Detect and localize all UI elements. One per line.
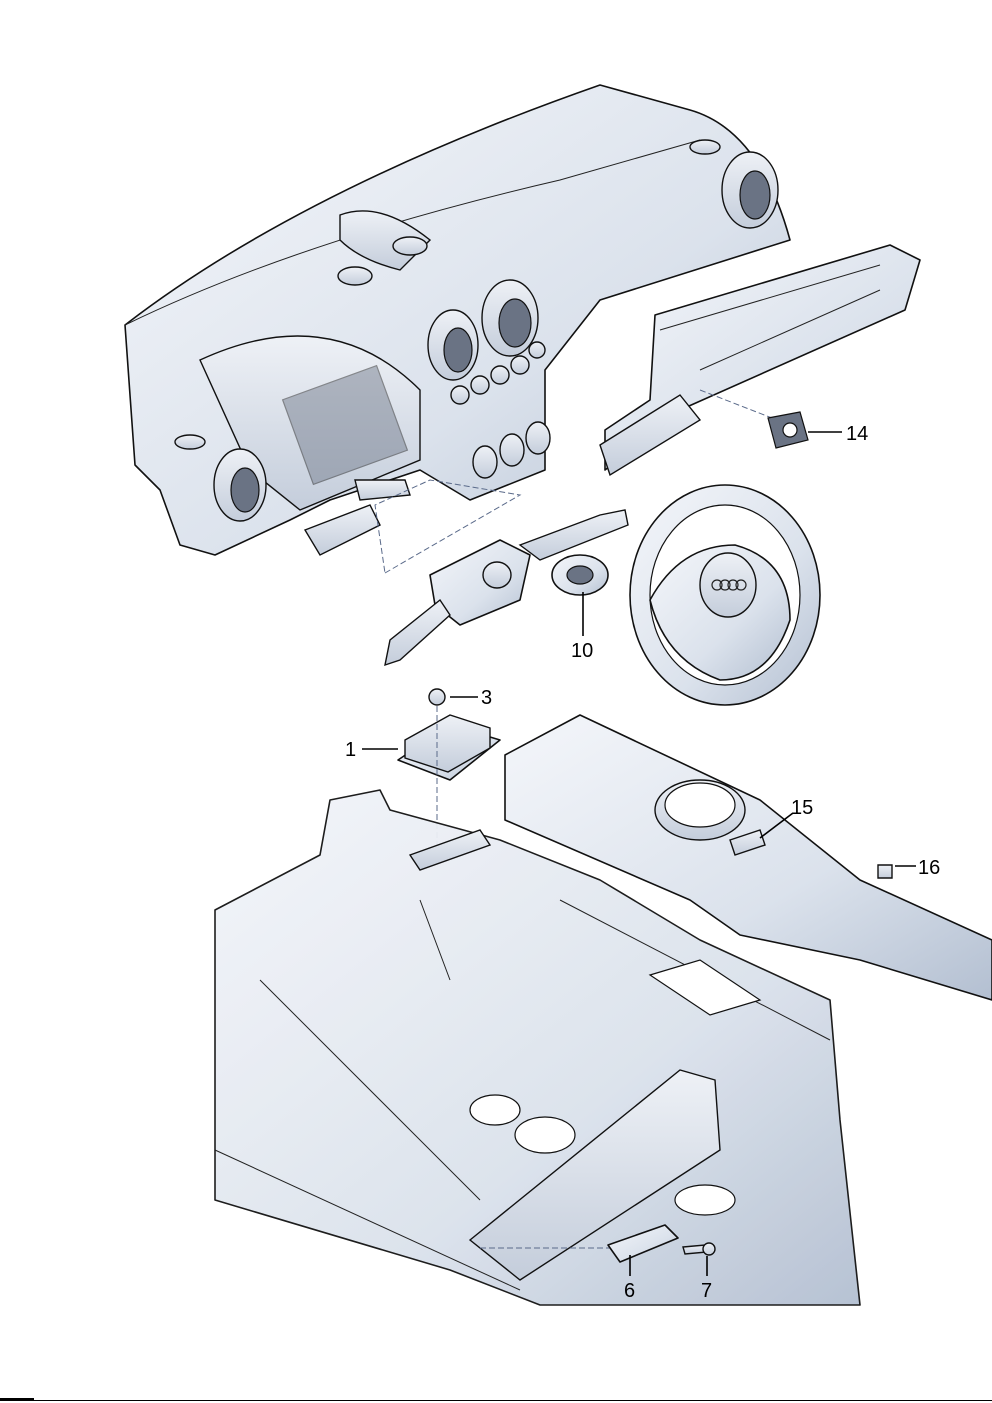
callout-14: 14 <box>808 423 868 445</box>
svg-text:3: 3 <box>481 687 492 709</box>
callout-16: 16 <box>895 857 940 879</box>
svg-text:10: 10 <box>571 640 593 662</box>
steering-wheel <box>629 484 821 706</box>
svg-text:1: 1 <box>345 739 356 761</box>
airbag-switch-14 <box>767 411 809 449</box>
floor-pan <box>214 789 861 1306</box>
page-bottom-rule <box>0 1400 992 1401</box>
callout-1: 1 <box>345 739 398 761</box>
crash-sensor-6 <box>607 1224 679 1263</box>
svg-text:15: 15 <box>791 797 813 819</box>
passenger-airbag-glovebox <box>599 244 921 477</box>
svg-text:7: 7 <box>701 1280 712 1302</box>
svg-text:6: 6 <box>624 1280 635 1302</box>
callout-6: 6 <box>624 1255 635 1302</box>
callout-7: 7 <box>701 1256 712 1302</box>
column-switch <box>303 479 629 667</box>
callout-10: 10 <box>571 592 593 662</box>
callout-15: 15 <box>759 797 813 839</box>
center-console <box>504 714 992 1001</box>
airbag-control-unit-1 <box>397 688 501 860</box>
callout-3: 3 <box>450 687 492 709</box>
svg-text:16: 16 <box>918 857 940 879</box>
bolt-7 <box>682 1242 716 1256</box>
page-bottom-mark <box>0 1398 34 1401</box>
dashboard <box>124 84 791 556</box>
svg-text:14: 14 <box>846 423 868 445</box>
